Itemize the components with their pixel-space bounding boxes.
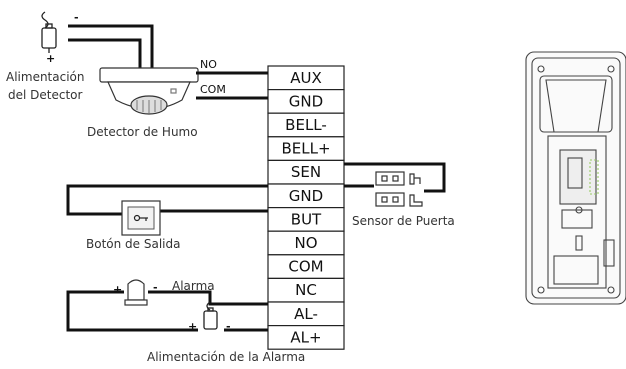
wire-label-com: COM [200,83,226,96]
terminal-label: NC [295,281,317,299]
alarm-minus-sign: - [153,281,158,294]
terminal-label: NO [294,234,317,252]
terminal-block: AUX GND BELL- BELL+ SEN GND BUT NO COM NC AL- AL+ [267,65,345,350]
terminal-label: SEN [291,163,321,181]
exit-button-caption: Botón de Salida [86,237,180,251]
terminal-label: GND [289,187,323,205]
terminal-label: BELL+ [281,140,330,158]
alarm-siren-icon [124,279,148,306]
terminal-cell [267,325,345,350]
alarm-power-plus-sign: + [188,320,197,333]
door-sensor-icon [375,171,423,207]
exit-button-icon [121,200,161,236]
alarm-wire-al-minus [148,290,268,306]
smoke-power-wire-pos [68,38,142,74]
smoke-power-caption-line2: del Detector [8,88,83,102]
alarm-wire-loop [66,290,198,332]
door-sensor-caption: Sensor de Puerta [352,214,455,228]
alarm-caption: Alarma [172,279,215,293]
smoke-power-plus-sign: + [46,52,55,65]
smoke-power-caption-line1: Alimentación [6,70,85,84]
terminal-label: AL- [294,305,318,323]
terminal-label: AUX [290,69,322,87]
alarm-power-minus-sign: - [226,320,231,333]
smoke-power-minus-sign: - [74,11,79,24]
alarm-plus-sign: + [113,283,122,296]
wire-label-no: NO [200,58,217,71]
terminal-label: BELL- [285,116,327,134]
smoke-detector-caption: Detector de Humo [87,125,198,139]
terminal-label: GND [289,92,323,110]
terminal-label: AL+ [290,328,321,346]
alarm-power-caption: Alimentación de la Alarma [147,350,305,364]
terminal-label: BUT [291,210,322,228]
exit-button-wire-gnd [66,184,268,216]
alarm-power-adapter-icon [203,301,218,330]
device-rear-view-icon [525,51,626,305]
door-sensor-wire-sen [344,162,446,193]
smoke-power-wire-neg [68,24,154,74]
smoke-detector-icon [99,67,199,115]
terminal-label: COM [288,258,323,276]
smoke-detector-power-adapter-icon [41,11,57,53]
